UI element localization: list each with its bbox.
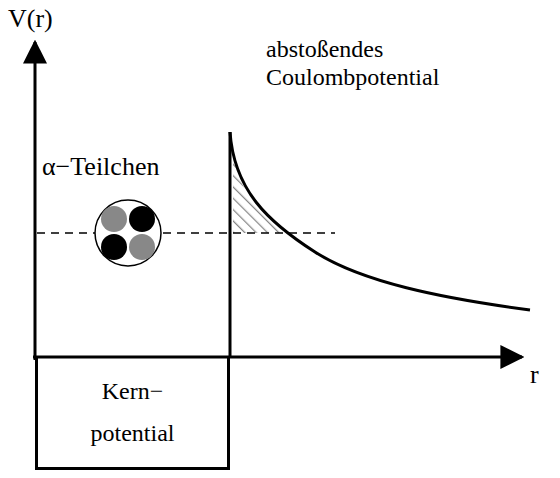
axis-label: r <box>530 360 539 390</box>
axis-label: V(r) <box>8 4 53 34</box>
potential-wall <box>229 132 232 357</box>
box-text: Kern− potential <box>78 370 188 454</box>
y-axis <box>34 42 37 360</box>
particle-label: α−Teilchen <box>42 152 159 182</box>
potential-label: abstoßendes Coulombpotential <box>266 36 496 91</box>
x-axis <box>33 356 522 359</box>
tunnel-hatch <box>233 150 287 233</box>
nuclear-potential-box: Kern− potential <box>35 357 230 470</box>
proton <box>129 234 155 260</box>
coulomb-curve <box>230 132 530 310</box>
proton <box>101 206 127 232</box>
alpha-particle <box>95 200 161 266</box>
neutron <box>101 234 127 260</box>
text-stack: Kern− potential <box>78 370 188 454</box>
neutron <box>129 206 155 232</box>
